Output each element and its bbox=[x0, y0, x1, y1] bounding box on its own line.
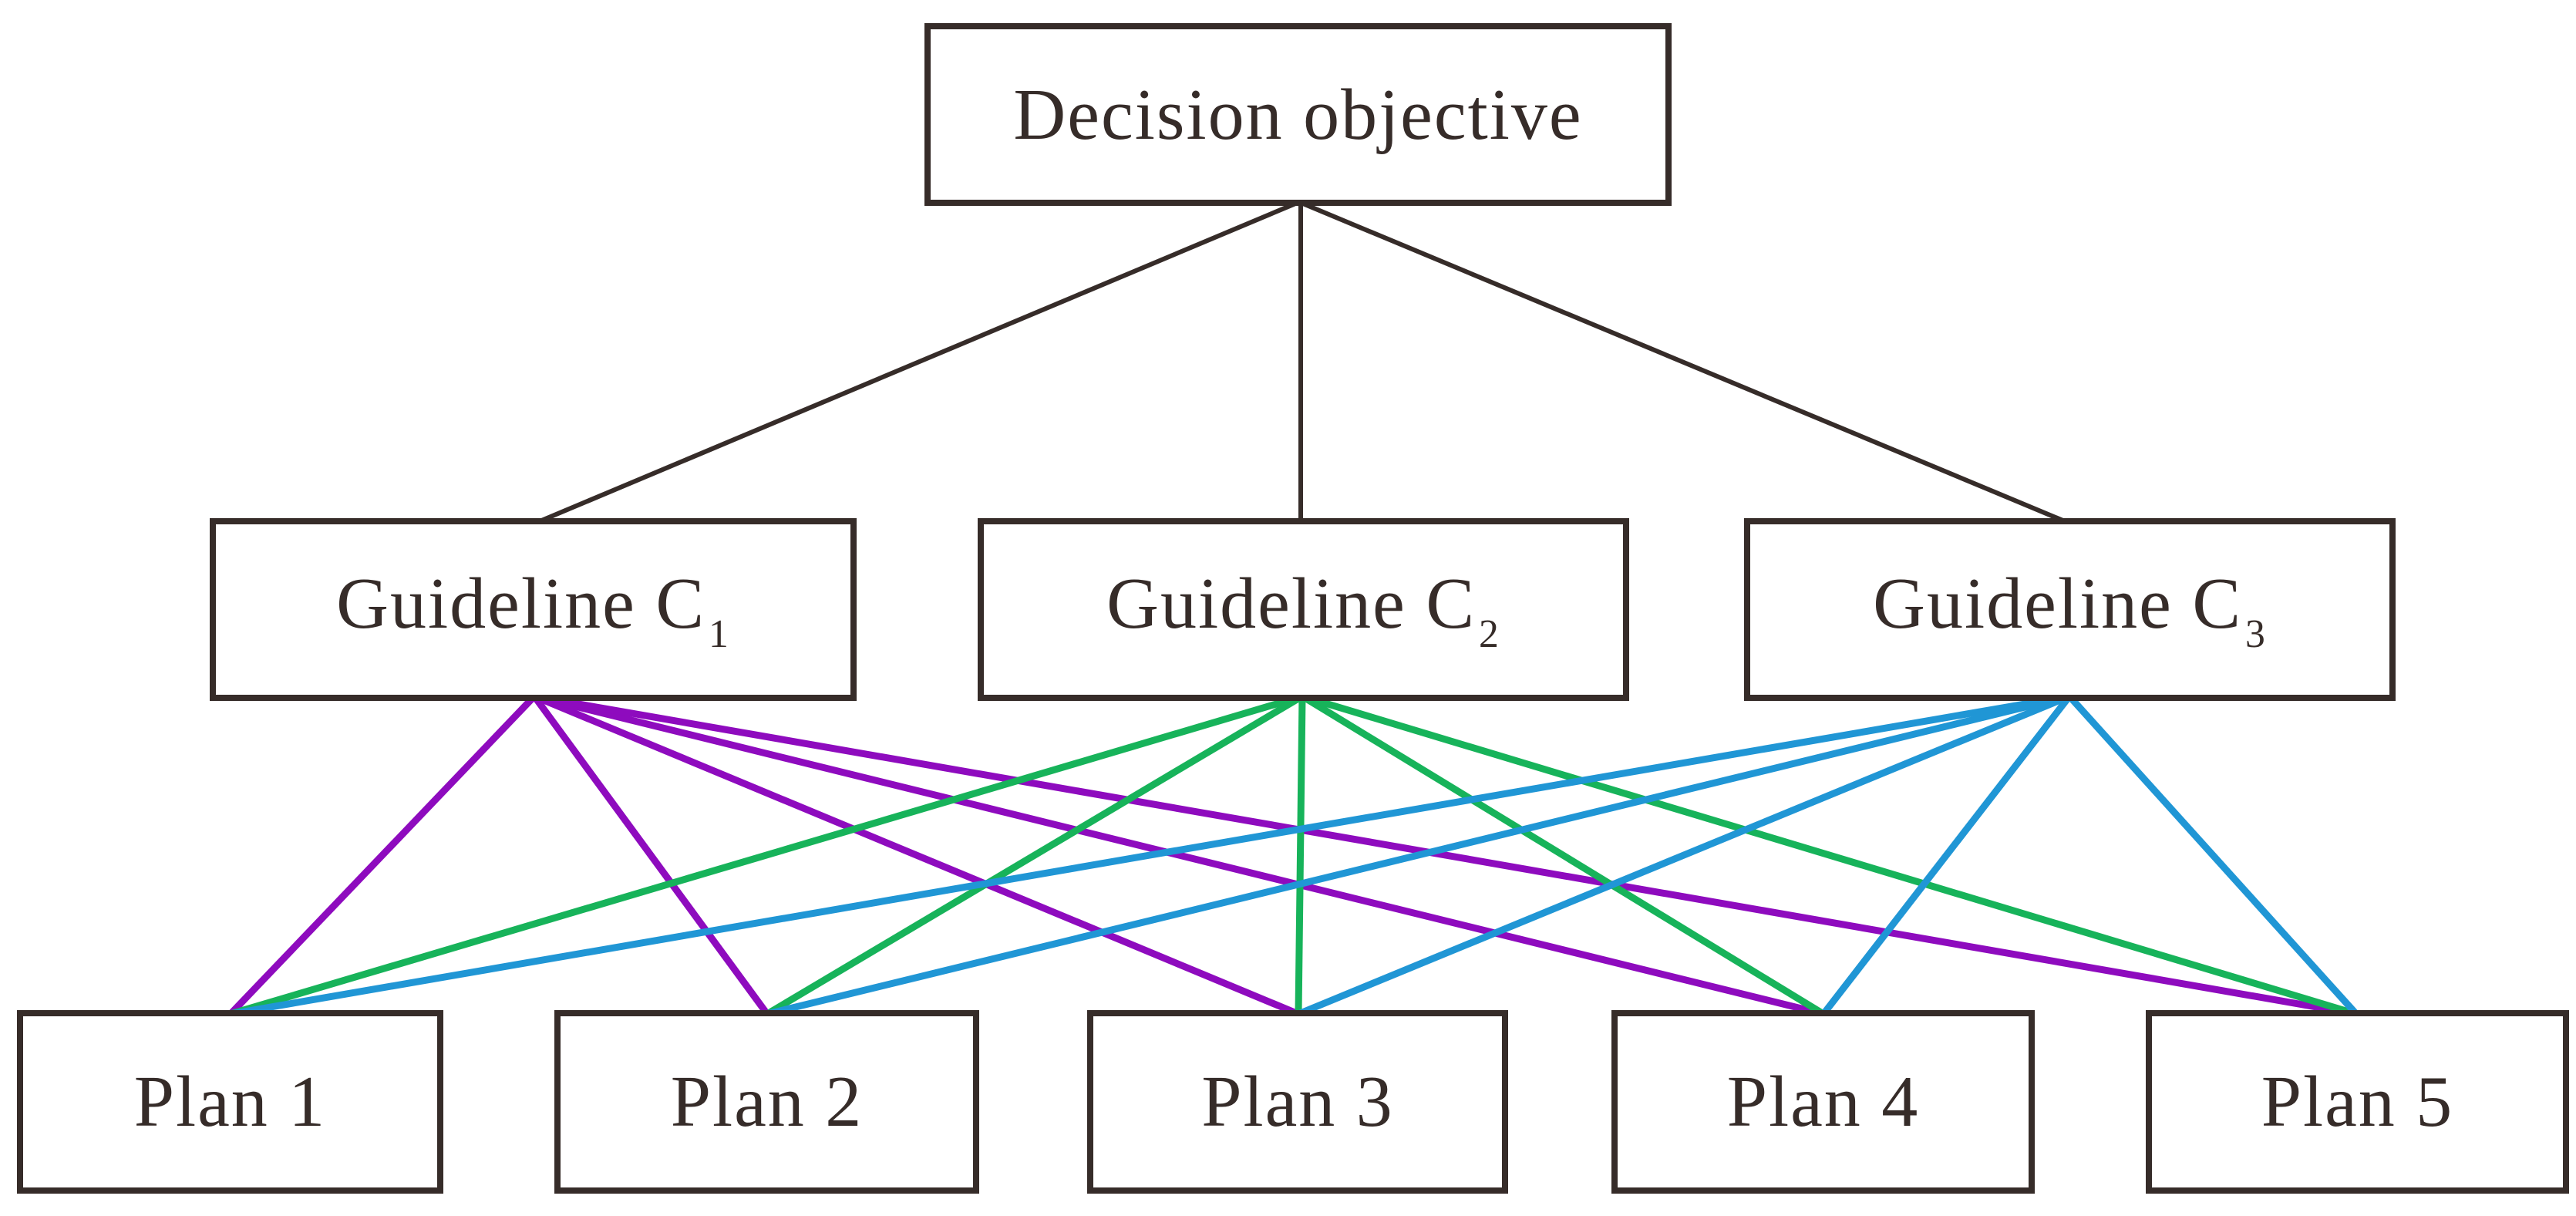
edge-c2-to-plan1 bbox=[229, 692, 1304, 1018]
edge-c3-to-plan5 bbox=[2066, 693, 2359, 1017]
plan-1-label: Plan 1 bbox=[133, 1062, 327, 1142]
plan-3-label: Plan 3 bbox=[1201, 1062, 1394, 1142]
guideline-c2-label: Guideline C2 bbox=[1106, 562, 1500, 658]
plan-5-label: Plan 5 bbox=[2261, 1062, 2454, 1142]
objective-box: Decision objective bbox=[924, 23, 1672, 206]
edge-c3-to-plan2 bbox=[766, 692, 2071, 1018]
edge-c1-to-plan3 bbox=[533, 692, 1300, 1018]
edge-objective-to-c3 bbox=[1298, 200, 2066, 524]
edge-c1-to-plan4 bbox=[533, 692, 1825, 1018]
guideline-c1-text: Guideline C bbox=[336, 563, 706, 644]
edge-c1-to-plan1 bbox=[227, 693, 537, 1017]
plan-5-box: Plan 5 bbox=[2146, 1010, 2569, 1194]
plan-1-box: Plan 1 bbox=[17, 1010, 443, 1194]
edge-c1-to-plan5 bbox=[534, 692, 2357, 1018]
plan-2-label: Plan 2 bbox=[670, 1062, 864, 1142]
objective-label: Decision objective bbox=[1013, 74, 1583, 155]
guideline-c2-text: Guideline C bbox=[1106, 563, 1477, 644]
guideline-c1-box: Guideline C1 bbox=[210, 518, 857, 701]
guideline-c1-subscript: 1 bbox=[709, 612, 730, 657]
edge-c2-to-plan3 bbox=[1295, 696, 1306, 1015]
plan-2-box: Plan 2 bbox=[554, 1010, 979, 1194]
guideline-c2-subscript: 2 bbox=[1479, 612, 1500, 657]
edge-c1-to-plan2 bbox=[531, 694, 770, 1016]
edge-c3-to-plan3 bbox=[1297, 692, 2071, 1018]
plan-3-box: Plan 3 bbox=[1087, 1010, 1508, 1194]
guideline-c2-box: Guideline C2 bbox=[978, 518, 1629, 701]
plan-4-label: Plan 4 bbox=[1726, 1062, 1920, 1142]
edge-c3-to-plan1 bbox=[230, 692, 2070, 1018]
guideline-c3-subscript: 3 bbox=[2245, 612, 2267, 657]
guideline-c3-box: Guideline C3 bbox=[1744, 518, 2396, 701]
edge-c2-to-plan5 bbox=[1301, 692, 2358, 1018]
guideline-c3-text: Guideline C bbox=[1873, 563, 2243, 644]
edge-c3-to-plan4 bbox=[1820, 694, 2073, 1016]
edge-c2-to-plan2 bbox=[765, 693, 1305, 1017]
guideline-c3-label: Guideline C3 bbox=[1873, 562, 2267, 658]
guideline-c1-label: Guideline C1 bbox=[336, 562, 730, 658]
plan-4-box: Plan 4 bbox=[1611, 1010, 2035, 1194]
edge-objective-to-c1 bbox=[538, 200, 1301, 524]
edge-c2-to-plan4 bbox=[1300, 693, 1826, 1017]
